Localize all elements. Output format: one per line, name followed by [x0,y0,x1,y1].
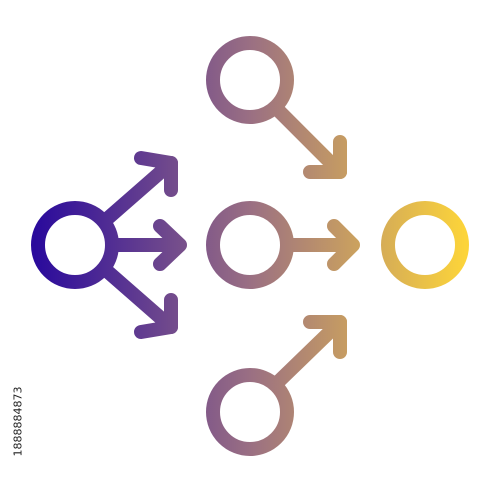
down-right-arrow-icon [100,264,178,339]
up-right-arrow-icon [100,151,178,226]
right-arrow-icon [105,219,187,271]
middle-node-circle [206,201,294,289]
right-arrow-icon [280,219,360,271]
target-node-circle [381,201,469,289]
bottom-node-circle [206,368,294,456]
down-right-arrow-icon [269,101,347,179]
top-node-circle [206,36,294,124]
up-right-arrow-icon [269,315,347,391]
stock-id-label: 1888884873 [11,386,25,457]
